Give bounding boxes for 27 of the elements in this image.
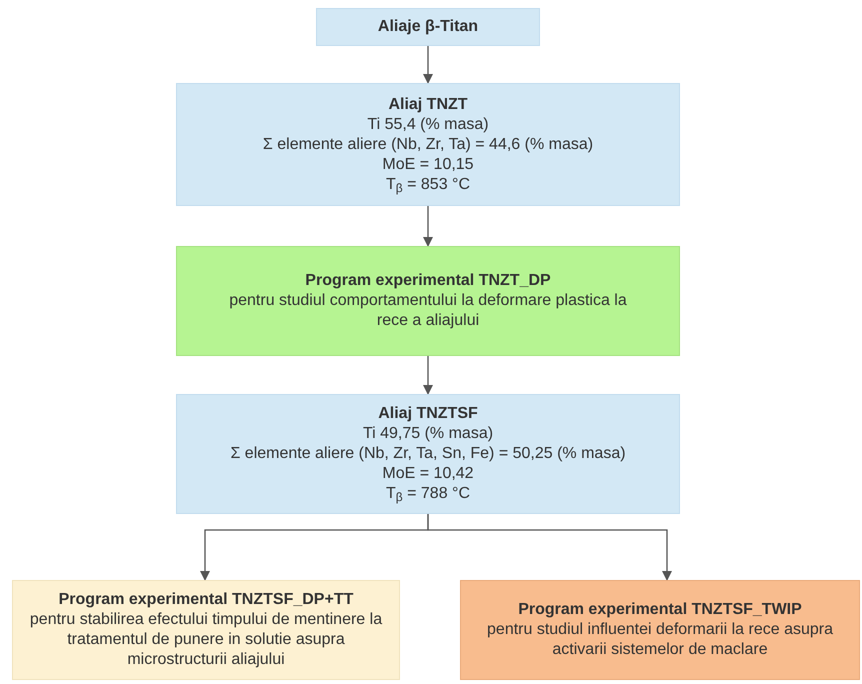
body-text: Σ elemente aliere (Nb, Zr, Ta, Sn, Fe) = 50,25 (% masa) [230, 444, 626, 464]
arrow [423, 46, 433, 84]
heading: Aliaj TNZT [388, 94, 468, 114]
heading: Aliaje β-Titan [378, 17, 478, 37]
body-text: MoE = 10,15 [382, 154, 474, 174]
heading: Program experimental TNZTSF_TWIP [518, 600, 802, 620]
body-text: Σ elemente aliere (Nb, Zr, Ta) = 44,6 (% masa) [262, 134, 594, 154]
program-box [12, 580, 400, 680]
arrow [427, 514, 672, 581]
body-text: Ti 49,75 (% masa) [362, 424, 494, 444]
body-text: T$_{β}$ = 788 °C [386, 484, 470, 504]
program-box [460, 580, 860, 680]
alloy-box [176, 83, 680, 206]
arrow [423, 206, 433, 247]
body-text: Ti 55,4 (% masa) [367, 114, 489, 134]
body-text: pentru stabilirea efectului timpului de mentinere la tratamentul de punere in solutie asupra microstructurii aliajului [28, 610, 384, 670]
alloy-box [176, 394, 680, 514]
heading: Program experimental TNZT_DP [305, 271, 551, 291]
body-text: pentru studiul comportamentului la deformare plastica la rece a aliajului [228, 291, 628, 331]
body-text: MoE = 10,42 [382, 464, 474, 484]
heading: Aliaj TNZTSF [378, 404, 478, 424]
body-text: pentru studiul influentei deformarii la rece asupra activarii sistemelor de maclare [486, 620, 834, 660]
heading: Program experimental TNZTSF_DP+TT [58, 590, 354, 610]
title-box [316, 8, 540, 46]
program-box [176, 246, 680, 356]
arrow [423, 356, 433, 395]
body-text: T$_{β}$ = 853 °C [386, 174, 470, 194]
